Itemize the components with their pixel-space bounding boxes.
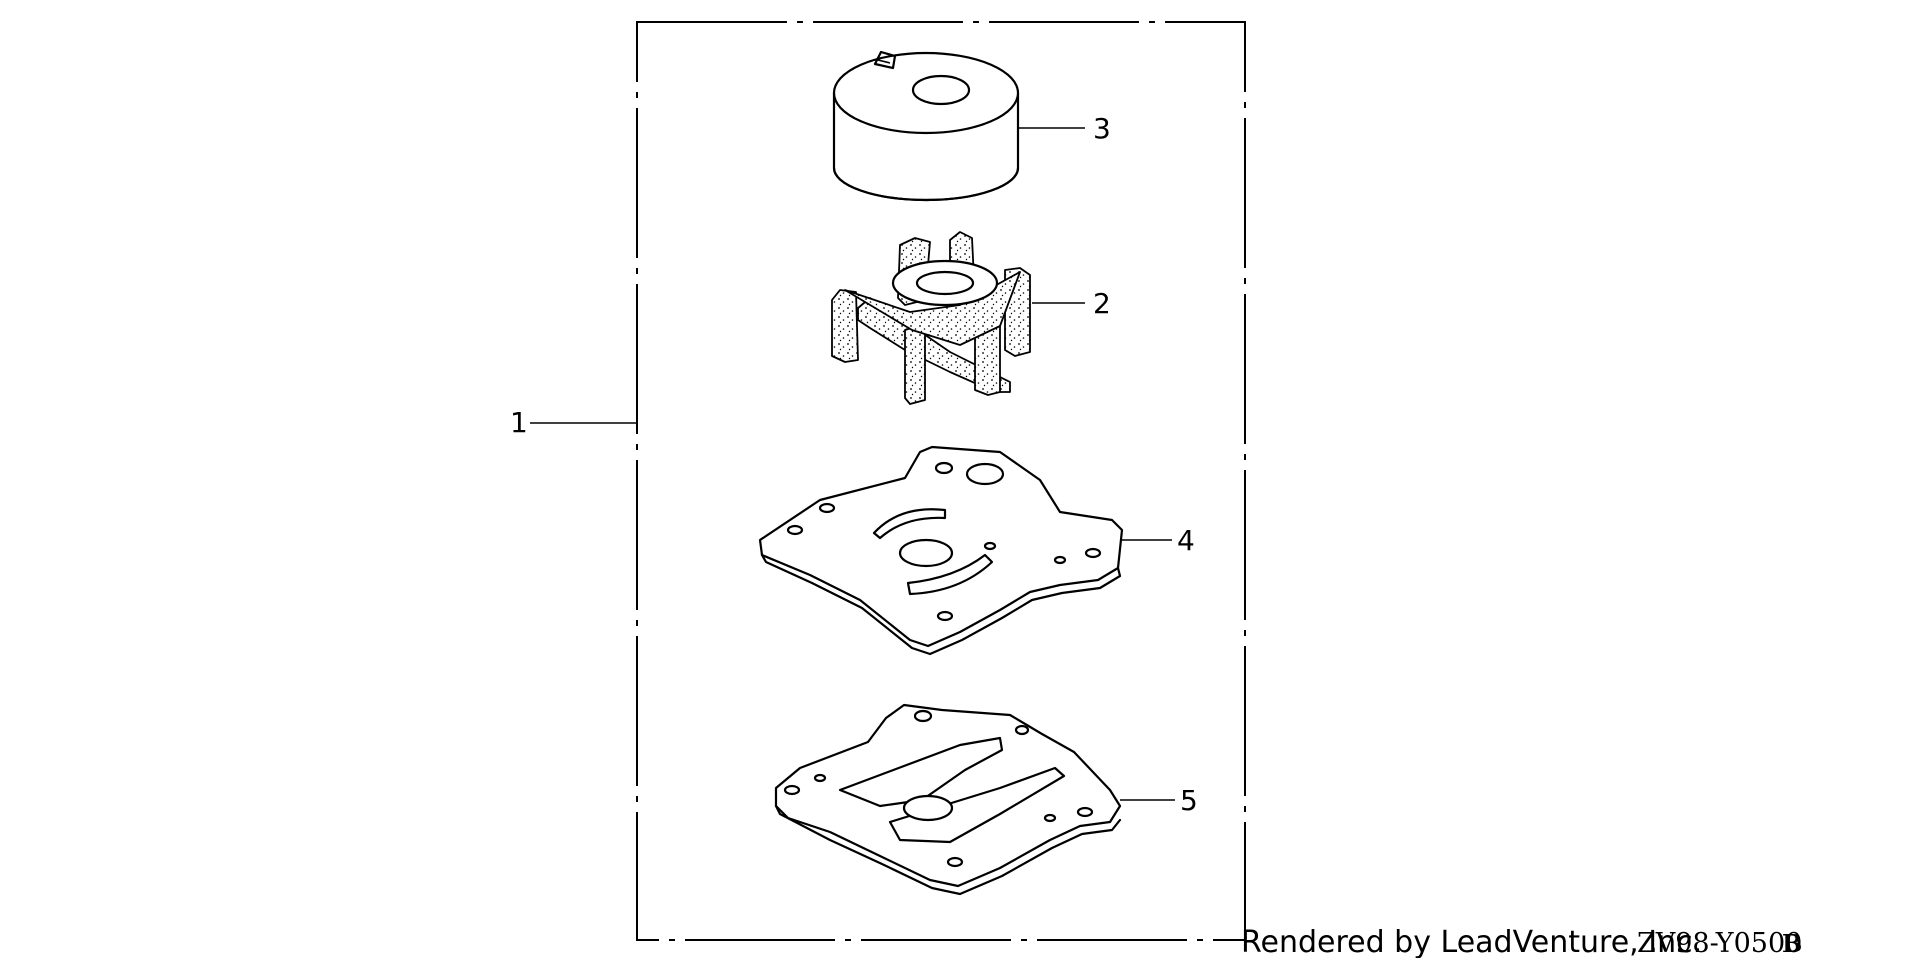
diagram-code: ZV98-Y0500 [1637, 928, 1802, 958]
credit-text: Rendered by LeadVenture, Inc. [1241, 925, 1702, 958]
callout-3[interactable]: 3 [1093, 112, 1111, 145]
callout-5-label: 5 [1180, 784, 1198, 817]
callout-2[interactable]: 2 [1093, 287, 1111, 320]
callout-2-label: 2 [1093, 287, 1111, 320]
callout-1-label: 1 [510, 406, 528, 439]
impeller-part[interactable] [831, 231, 1085, 405]
impeller-housing-part[interactable] [832, 50, 1085, 202]
diagram-code-suffix: B [1782, 929, 1802, 958]
gasket-part[interactable] [774, 703, 1175, 896]
callout-4[interactable]: 4 [1177, 524, 1195, 557]
callout-4-label: 4 [1177, 524, 1195, 557]
kit-boundary-box [636, 21, 1246, 941]
callout-3-label: 3 [1093, 112, 1111, 145]
callout-5[interactable]: 5 [1180, 784, 1198, 817]
callout-1[interactable]: 1 [510, 406, 637, 439]
plate-part[interactable] [758, 445, 1172, 656]
footer: Rendered by LeadVenture, Inc. ZV98-Y0500… [1241, 925, 1802, 958]
